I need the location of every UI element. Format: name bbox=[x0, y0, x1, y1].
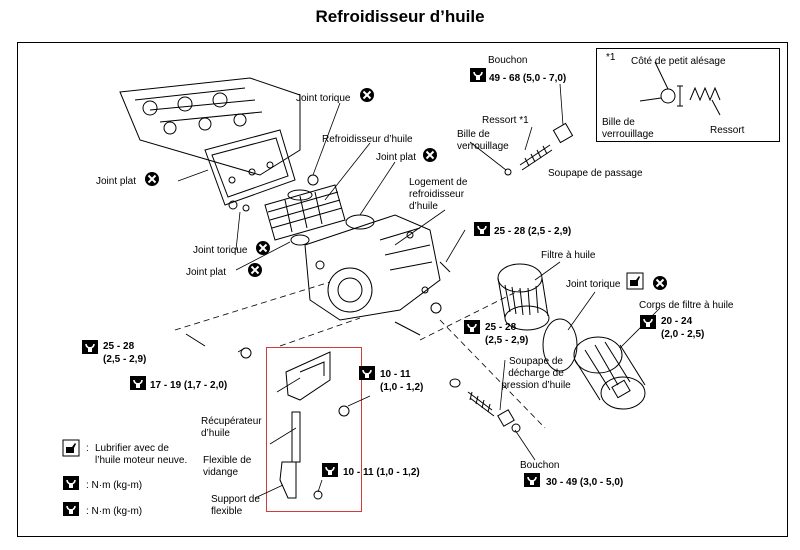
oil-can-icon bbox=[62, 439, 80, 457]
legend-oil-text-2: l’huile moteur neuve. bbox=[95, 455, 188, 466]
label-bouchon-top-torque: 49 - 68 (5,0 - 7,0) bbox=[489, 73, 567, 84]
oil-can-icon bbox=[626, 272, 644, 290]
gasket-lower bbox=[290, 234, 310, 246]
torque-wrench-icon bbox=[358, 365, 376, 381]
do-not-reuse-icon bbox=[422, 147, 438, 163]
inset-drawing bbox=[639, 61, 721, 116]
label-torque-25-28-left-a: 25 - 28 bbox=[103, 341, 135, 352]
label-torque-10-11-b: (1,0 - 1,2) bbox=[380, 382, 424, 393]
label-bille-2: verrouillage bbox=[457, 141, 509, 152]
label-torque-20-24-b: (2,0 - 2,5) bbox=[661, 329, 705, 340]
do-not-reuse-icon bbox=[144, 171, 160, 187]
label-torque-20-24-a: 20 - 24 bbox=[661, 316, 693, 327]
label-torque-10-11-a: 10 - 11 bbox=[380, 369, 411, 380]
torque-wrench-icon bbox=[639, 314, 657, 330]
label-joint-torique-top: Joint torique bbox=[296, 93, 351, 104]
label-inset-bille-1: Bille de bbox=[602, 117, 635, 128]
label-logement-2: refroidisseur bbox=[409, 189, 465, 200]
engine-block-outline bbox=[119, 77, 301, 176]
label-joint-plat-left: Joint plat bbox=[96, 176, 137, 187]
label-bouchon-bottom: Bouchon bbox=[520, 460, 560, 471]
do-not-reuse-icon bbox=[359, 87, 375, 103]
label-joint-plat-mid: Joint plat bbox=[376, 152, 417, 163]
legend-nm-1: : N·m (kg-m) bbox=[86, 480, 143, 491]
legend-nm-2: : N·m (kg-m) bbox=[86, 506, 143, 517]
label-flexible-1: Flexible de bbox=[203, 455, 252, 466]
o-ring-small-2 bbox=[242, 204, 250, 212]
page-title: Refroidisseur d’huile bbox=[315, 7, 485, 26]
label-corps-filtre: Corps de filtre à huile bbox=[639, 300, 734, 311]
legend-oil-colon: : bbox=[86, 443, 89, 454]
do-not-reuse-icon bbox=[652, 275, 668, 291]
o-ring-large bbox=[542, 318, 578, 372]
label-bouchon-top: Bouchon bbox=[488, 55, 528, 66]
label-logement-3: d’huile bbox=[409, 201, 438, 212]
legend-oil-text-1: Lubrifier avec de bbox=[95, 443, 169, 454]
torque-wrench-icon bbox=[473, 221, 491, 237]
do-not-reuse-icon bbox=[247, 262, 263, 278]
bypass-valve-parts bbox=[504, 122, 574, 176]
bolt-left bbox=[185, 333, 206, 347]
inset-detail-box bbox=[596, 48, 780, 142]
label-recuperateur-1: Récupérateur bbox=[201, 416, 262, 427]
bolt-top-right bbox=[439, 261, 451, 273]
label-joint-torique-right: Joint torique bbox=[566, 279, 621, 290]
label-torque-10-11-c: 10 - 11 (1,0 - 1,2) bbox=[343, 467, 420, 478]
oil-filter bbox=[497, 263, 550, 331]
torque-wrench-icon bbox=[463, 319, 481, 335]
nut-mid bbox=[430, 302, 442, 314]
torque-wrench-icon bbox=[62, 501, 80, 517]
label-soupape-decharge-3: pression d’huile bbox=[501, 380, 571, 391]
oil-cooler-housing bbox=[304, 214, 441, 321]
label-soupape-decharge-1: Soupape de bbox=[509, 356, 563, 367]
label-filtre: Filtre à huile bbox=[541, 250, 596, 261]
label-logement-1: Logement de bbox=[409, 177, 468, 188]
torque-wrench-icon bbox=[129, 375, 147, 391]
drain-assembly-parts bbox=[279, 351, 350, 500]
bolt-mid bbox=[394, 321, 421, 336]
label-refroidisseur: Refroidisseur d’huile bbox=[322, 134, 413, 145]
label-recuperateur-2: d’huile bbox=[201, 428, 230, 439]
diagram-frame bbox=[17, 42, 788, 537]
oil-cooler bbox=[264, 184, 346, 241]
label-inset-ressort: Ressort bbox=[710, 125, 745, 136]
label-soupape-passage: Soupape de passage bbox=[548, 168, 643, 179]
label-torque-25-28-mid-a: 25 - 28 bbox=[485, 322, 517, 333]
torque-wrench-icon bbox=[62, 475, 80, 491]
label-joint-plat-lower: Joint plat bbox=[186, 267, 227, 278]
label-support-2: flexible bbox=[211, 506, 243, 517]
label-flexible-2: vidange bbox=[203, 467, 239, 478]
label-torque-25-28-top: 25 - 28 (2,5 - 2,9) bbox=[494, 226, 572, 237]
torque-wrench-icon bbox=[469, 67, 487, 83]
label-bille-1: Bille de bbox=[457, 129, 490, 140]
torque-wrench-icon bbox=[523, 472, 541, 488]
gasket-left bbox=[204, 129, 296, 206]
label-torque-17-19: 17 - 19 (1,7 - 2,0) bbox=[150, 380, 228, 391]
oil-filter-body bbox=[573, 336, 646, 410]
label-support-1: Support de bbox=[211, 494, 260, 505]
relief-valve-parts bbox=[449, 378, 521, 433]
label-ressort: Ressort *1 bbox=[482, 115, 529, 126]
label-inset-bille-2: verrouillage bbox=[602, 129, 654, 140]
label-inset-cote: Côté de petit alésage bbox=[631, 56, 726, 67]
label-torque-25-28-left-b: (2,5 - 2,9) bbox=[103, 354, 147, 365]
label-torque-30-49: 30 - 49 (3,0 - 5,0) bbox=[546, 477, 624, 488]
drain-assembly-box bbox=[266, 347, 362, 512]
label-joint-torique-left: Joint torique bbox=[193, 245, 248, 256]
label-torque-25-28-mid-b: (2,5 - 2,9) bbox=[485, 335, 529, 346]
o-ring-small-1 bbox=[228, 200, 238, 210]
torque-wrench-icon bbox=[81, 339, 99, 355]
torque-wrench-icon bbox=[321, 462, 339, 478]
label-soupape-decharge-2: décharge de bbox=[508, 368, 564, 379]
do-not-reuse-icon bbox=[255, 240, 271, 256]
nut-left bbox=[240, 347, 252, 359]
label-inset-star: *1 bbox=[606, 52, 616, 63]
